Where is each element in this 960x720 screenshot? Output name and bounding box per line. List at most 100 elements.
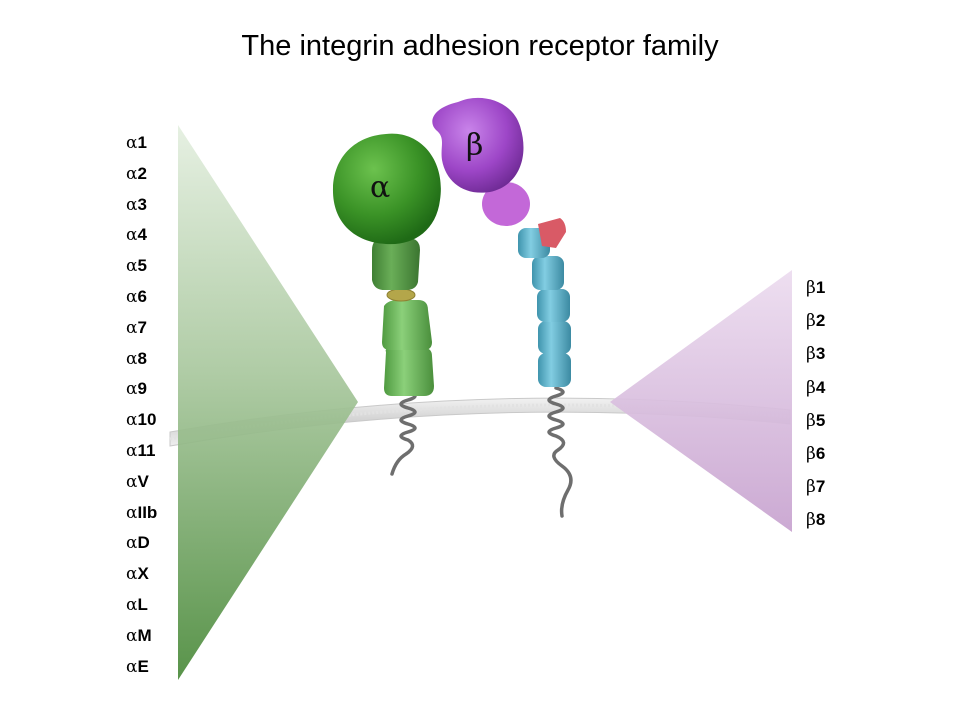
beta-symbol: β	[806, 311, 816, 332]
beta-subunit-id: 8	[815, 510, 826, 530]
alpha-symbol: α	[126, 625, 138, 646]
alpha-subunit-label: α5	[126, 253, 157, 284]
alpha-subunit-label: αIIb	[126, 500, 157, 531]
beta-symbol: β	[806, 410, 816, 431]
alpha-symbol: α	[126, 594, 138, 615]
beta-subunit-label: β5	[806, 409, 825, 442]
alpha-propeller-head	[332, 133, 441, 245]
alpha-subunit-id: 2	[137, 163, 147, 183]
alpha-symbol: α	[126, 379, 138, 400]
beta-subunit-label: β1	[806, 276, 825, 309]
beta-family-fan	[610, 270, 792, 532]
alpha-symbol: α	[126, 533, 138, 554]
alpha-symbol: α	[126, 348, 138, 369]
alpha-family-fan	[178, 125, 358, 680]
beta-tail	[547, 386, 573, 518]
beta-egf-domain-4	[538, 321, 571, 354]
alpha-subunit-id: E	[137, 656, 149, 676]
alpha-subunit-label: α8	[126, 346, 157, 377]
alpha-subunit-id: 11	[137, 440, 156, 460]
alpha-subunit-label: α1	[126, 130, 157, 161]
beta-subunit-id: 6	[815, 443, 826, 463]
beta-subunit-label: β7	[806, 475, 825, 508]
beta-symbol: β	[806, 510, 816, 531]
alpha-symbol: α	[126, 564, 138, 585]
beta-subunit-id: 3	[815, 344, 826, 364]
alpha-subunit-id: 1	[137, 133, 147, 152]
alpha-subunit-label: αE	[126, 654, 157, 685]
beta-subunit-label: β3	[806, 342, 825, 375]
alpha-genu	[386, 288, 416, 302]
alpha-tail	[390, 390, 417, 476]
alpha-subunit-id: 9	[137, 379, 147, 399]
alpha-symbol: α	[126, 502, 138, 523]
beta-head	[432, 97, 524, 193]
beta-symbol: β	[806, 377, 816, 398]
alpha-symbol: α	[126, 225, 138, 246]
alpha-subunit-label: αL	[126, 592, 157, 623]
page-title: The integrin adhesion receptor family	[241, 30, 719, 62]
alpha-subunit-id: 10	[137, 410, 157, 430]
beta-hybrid-domain	[482, 182, 530, 226]
beta-subunit-id: 1	[815, 278, 826, 297]
beta-psi-domain	[538, 218, 566, 248]
alpha-symbol: α	[126, 440, 138, 461]
beta-symbol: β	[806, 477, 816, 498]
beta-subunit-label: β4	[806, 376, 825, 409]
beta-subunit-label: β8	[806, 508, 825, 541]
alpha-symbol: α	[126, 656, 138, 677]
alpha-subunit-id: IIb	[137, 502, 158, 522]
alpha-symbol: α	[126, 256, 138, 277]
alpha-symbol: α	[126, 317, 138, 338]
alpha-subunit-label: α11	[126, 438, 157, 469]
alpha-subunit-id: 8	[137, 348, 147, 368]
alpha-head-label: α	[370, 170, 391, 205]
alpha-subunit-id: 4	[137, 225, 147, 245]
beta-egf-domain-5	[538, 353, 571, 387]
beta-subunit-id: 5	[815, 410, 826, 430]
alpha-subunit-id: D	[137, 533, 150, 553]
alpha-symbol: α	[126, 133, 138, 153]
beta-symbol: β	[806, 443, 816, 464]
alpha-subunit-id: M	[137, 625, 152, 645]
alpha-subunit-id: V	[137, 471, 149, 491]
alpha-subunit-label: αD	[126, 530, 157, 561]
alpha-symbol: α	[126, 471, 138, 492]
alpha-subunit-label: α2	[126, 161, 157, 192]
alpha-subunit-label: α6	[126, 284, 157, 315]
beta-subunit-id: 7	[815, 477, 826, 497]
alpha-symbol: α	[126, 194, 138, 215]
alpha-subunit-id: 6	[137, 286, 147, 306]
alpha-thigh-domain	[372, 238, 420, 290]
alpha-subunit-label: α7	[126, 315, 157, 346]
alpha-symbol: α	[126, 286, 138, 307]
alpha-symbol: α	[126, 163, 138, 184]
beta-head-label: β	[466, 128, 484, 163]
beta-egf-domain-3	[537, 289, 570, 322]
beta-subunit-id: 2	[815, 311, 826, 331]
beta-subunit-label: β6	[806, 442, 825, 475]
beta-subunit-label: β2	[806, 309, 825, 342]
alpha-calf-domain-1	[382, 300, 432, 350]
alpha-subunit-id: 3	[137, 194, 147, 214]
alpha-subunit-label: α9	[126, 376, 157, 407]
beta-egf-domain-2	[532, 256, 564, 290]
alpha-subunit-label: α10	[126, 407, 157, 438]
alpha-symbol: α	[126, 410, 138, 431]
alpha-subunit-label: α3	[126, 192, 157, 223]
alpha-subunit-label: αX	[126, 561, 157, 592]
alpha-subunit-id: X	[137, 564, 149, 584]
alpha-subunit	[332, 133, 441, 476]
beta-subunit	[432, 97, 573, 518]
beta-symbol: β	[806, 344, 816, 365]
alpha-subunit-label: α4	[126, 222, 157, 253]
alpha-subunit-label: αM	[126, 623, 157, 654]
beta-symbol: β	[806, 278, 816, 298]
alpha-calf-domain-2	[384, 348, 434, 396]
alpha-subunit-id: 7	[137, 317, 147, 337]
alpha-subunit-id: 5	[137, 256, 147, 276]
beta-subunit-id: 4	[815, 377, 826, 397]
